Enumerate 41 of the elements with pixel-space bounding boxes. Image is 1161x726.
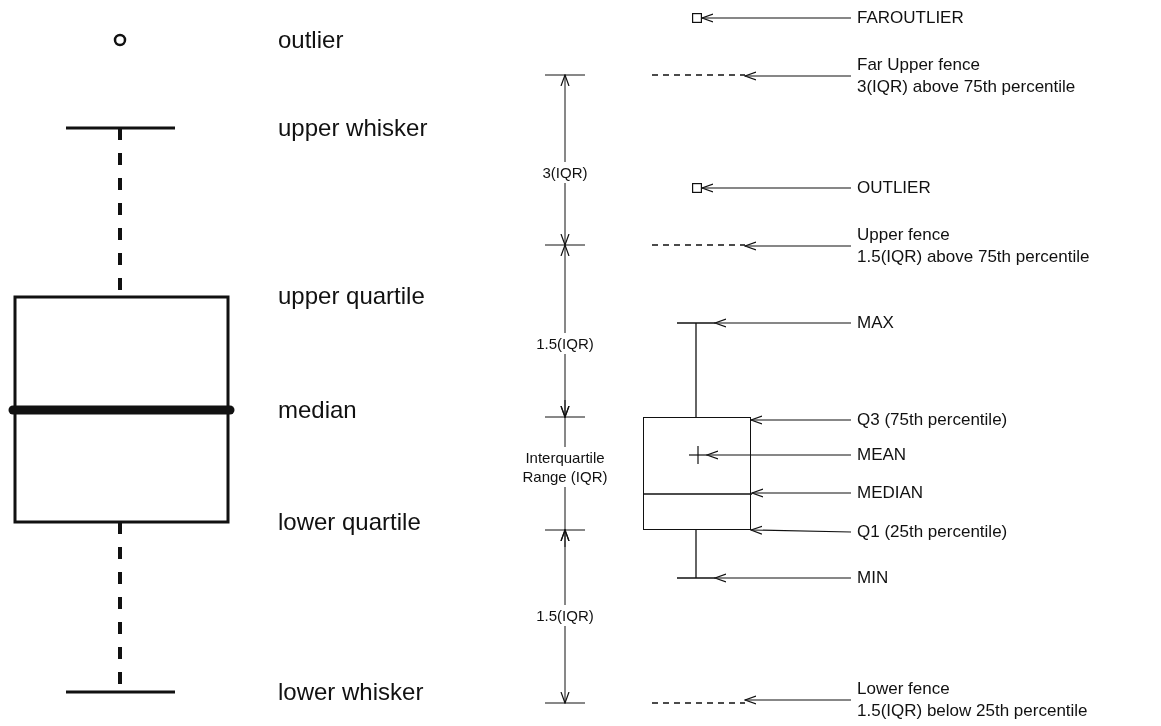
callout-text: OUTLIER (857, 177, 931, 199)
leader-line (701, 13, 852, 23)
leader-line (706, 450, 852, 460)
dimension-label: 1.5(IQR) (534, 332, 596, 354)
median-line (644, 491, 752, 497)
fence-line (652, 242, 745, 248)
marker-square (692, 13, 702, 23)
callout-text: Upper fence 1.5(IQR) above 75th percentile (857, 224, 1090, 268)
part-label: upper whisker (278, 114, 428, 142)
whisker (677, 320, 715, 417)
part-label: outlier (278, 26, 344, 54)
fence-line (652, 72, 745, 78)
callout-text: MAX (857, 312, 894, 334)
callout-text: MEAN (857, 444, 907, 466)
callout-text: Lower fence 1.5(IQR) below 25th percentile (857, 678, 1088, 722)
part-label: lower quartile (278, 508, 421, 536)
callout-text: MIN (857, 567, 889, 589)
callout-text: MEDIAN (857, 482, 924, 504)
leader-line (750, 415, 852, 425)
fence-line (652, 700, 745, 706)
leader-line (751, 488, 852, 498)
dimension-label: 1.5(IQR) (534, 604, 596, 626)
plus-mark (689, 446, 707, 464)
leader-line (714, 573, 852, 583)
leader-line (701, 183, 852, 193)
leader-line (750, 525, 852, 535)
leader-line (744, 71, 852, 81)
marker-square (692, 183, 702, 193)
callout-text: Far Upper fence 3(IQR) above 75th percentile (857, 54, 1076, 98)
leader-line (744, 695, 852, 705)
part-label: median (278, 396, 357, 424)
dimension-label: 3(IQR) (540, 161, 590, 183)
leader-line (744, 241, 852, 251)
leader-line (714, 318, 852, 328)
box-rectangle (643, 417, 751, 530)
whisker (677, 530, 715, 581)
callout-text: FAROUTLIER (857, 7, 964, 29)
callout-text: Q3 (75th percentile) (857, 409, 1008, 431)
part-label: upper quartile (278, 282, 425, 310)
part-label: lower whisker (278, 678, 424, 706)
callout-text: Q1 (25th percentile) (857, 521, 1008, 543)
